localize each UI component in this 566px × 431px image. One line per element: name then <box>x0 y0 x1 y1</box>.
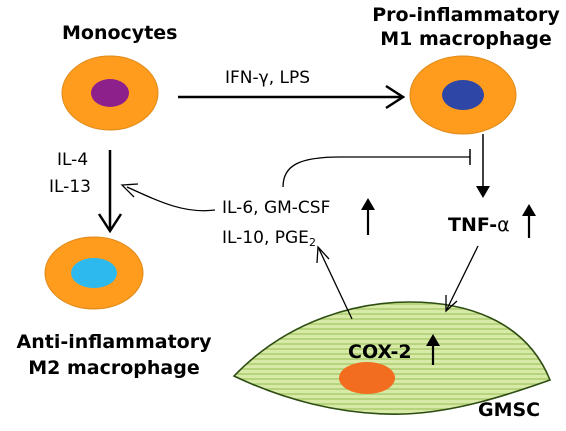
il4-label: IL-4 <box>57 150 89 170</box>
tnf-alpha-label: TNF-α <box>448 214 510 236</box>
arrow-cytokines-to-m2 <box>120 183 216 212</box>
cox2-label: COX-2 <box>348 341 412 363</box>
arrow-gmsc-to-cytokines <box>316 245 353 320</box>
up-arrow-icon <box>522 204 536 238</box>
arrow-tnf-to-gmsc <box>445 245 479 313</box>
m2-label-line1: Anti-inflammatory <box>16 331 212 353</box>
up-arrow-icon <box>361 198 375 235</box>
inhibition-line-to-m1 <box>282 149 471 188</box>
m2-label-line2: M2 macrophage <box>28 357 200 379</box>
arrow-monocyte-to-m1 <box>178 84 406 110</box>
gmsc-label: GMSC <box>478 399 541 421</box>
m2-macrophage-cell <box>44 236 144 310</box>
arrow-monocyte-to-m2 <box>97 150 123 234</box>
il10-pge2-label: IL-10, PGE2 <box>222 228 316 249</box>
up-arrow-icon <box>426 334 440 365</box>
m1-label-line1: Pro-inflammatory <box>372 4 560 26</box>
ifn-lps-label: IFN-γ, LPS <box>225 68 311 88</box>
il6-gmcsf-label: IL-6, GM-CSF <box>222 198 331 218</box>
m1-label-line2: M1 macrophage <box>380 28 552 50</box>
il13-label: IL-13 <box>49 177 91 197</box>
monocyte-cell <box>61 55 159 131</box>
gmsc-cell <box>232 301 552 415</box>
m1-macrophage-cell <box>409 55 517 135</box>
arrow-m1-to-tnf <box>476 134 490 198</box>
monocytes-label: Monocytes <box>62 22 178 44</box>
